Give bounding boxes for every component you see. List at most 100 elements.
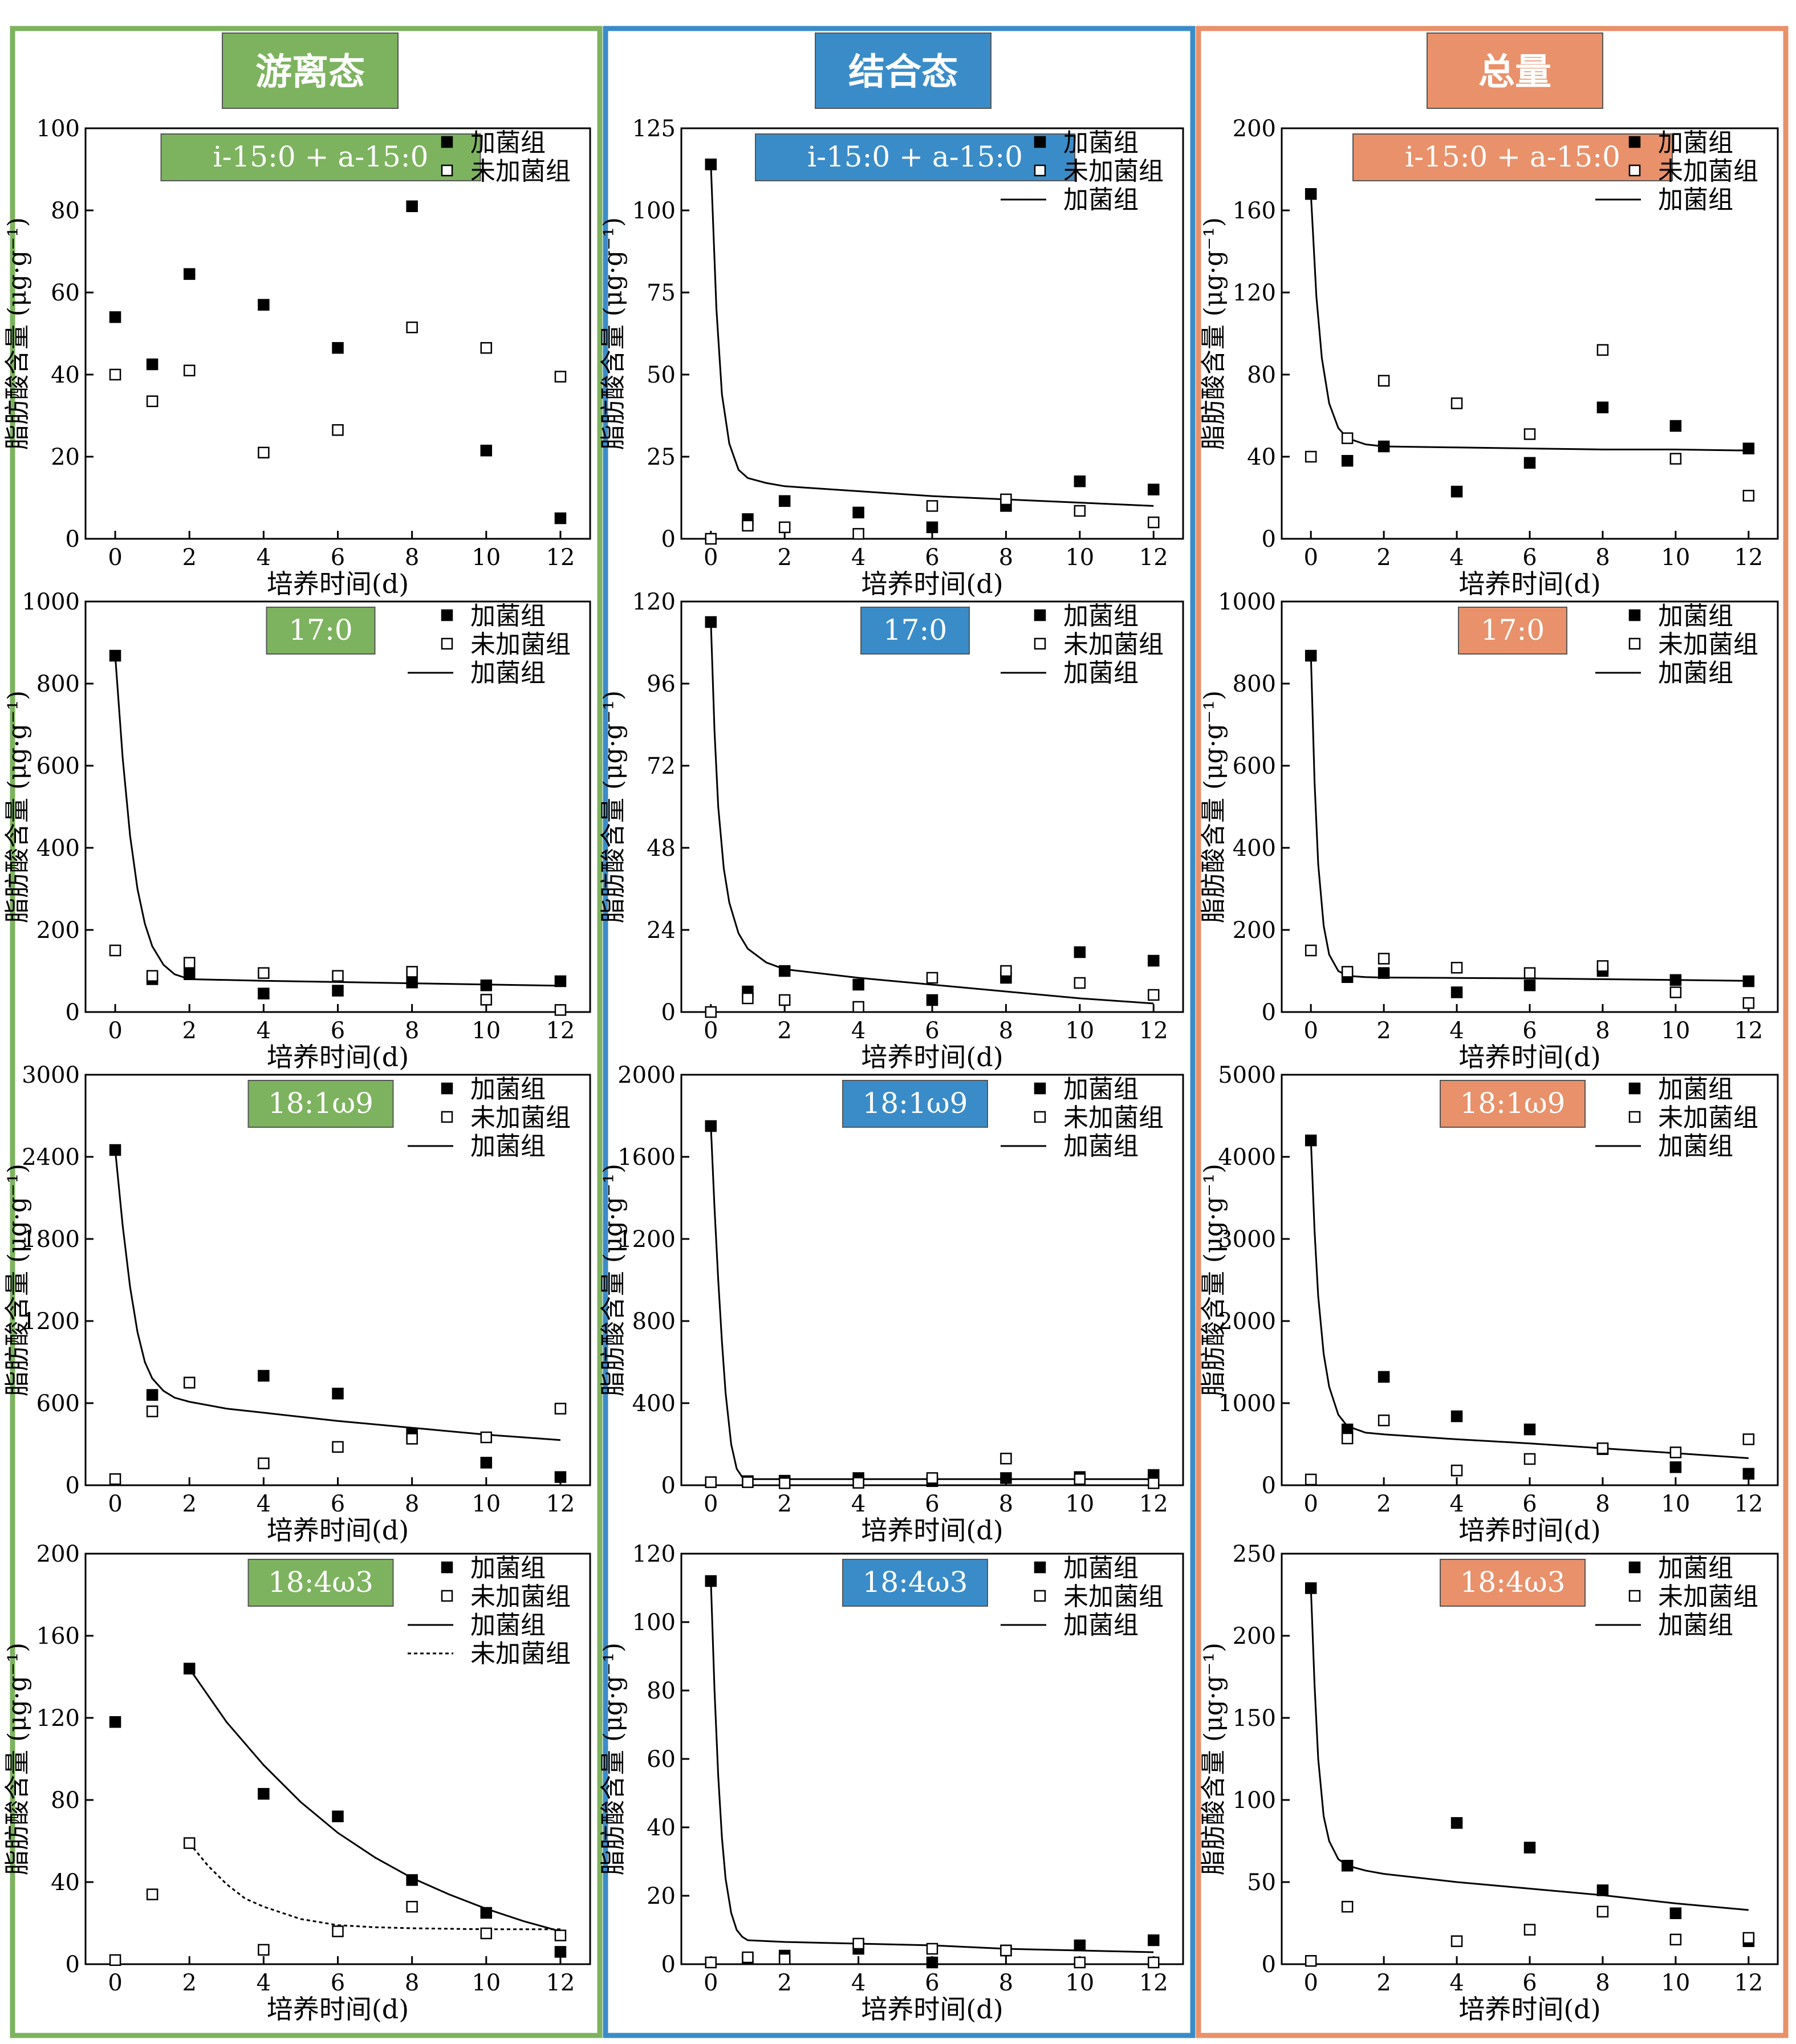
legend-marker-treated — [441, 609, 453, 621]
legend-label: 未加菌组 — [1063, 630, 1164, 659]
y-tick-label: 800 — [36, 671, 80, 697]
x-tick-label: 6 — [925, 1018, 939, 1044]
x-tick-label: 6 — [331, 544, 345, 571]
data-point-control — [1341, 432, 1354, 444]
panel-label: i-15:0 + a-15:0 — [213, 140, 429, 173]
data-point-control — [705, 1006, 717, 1018]
y-tick-label: 0 — [661, 1473, 676, 1499]
x-tick-label: 6 — [1522, 1018, 1537, 1044]
legend-marker-control — [1628, 637, 1641, 650]
x-tick-label: 6 — [331, 1970, 345, 1996]
plot-frame — [84, 127, 591, 540]
legend-label: 加菌组 — [1658, 185, 1733, 214]
x-tick-label: 6 — [331, 1018, 345, 1044]
data-point-control — [1450, 961, 1463, 974]
panel-label: 18:4ω3 — [1460, 1566, 1566, 1599]
y-tick-label: 100 — [36, 116, 80, 142]
data-point-control — [1074, 505, 1086, 517]
panel-label-badge — [842, 1080, 988, 1128]
panel-label-badge — [266, 607, 376, 655]
data-point-treated — [146, 1389, 159, 1401]
data-point-treated — [258, 988, 270, 999]
x-tick-label: 12 — [546, 544, 575, 571]
data-point-control — [705, 1956, 717, 1969]
y-tick-label: 800 — [632, 1309, 676, 1335]
y-tick-label: 0 — [661, 1952, 676, 1978]
y-tick-label: 1800 — [22, 1226, 80, 1253]
y-tick-label: 20 — [51, 444, 80, 470]
data-point-control — [852, 1937, 864, 1950]
data-point-treated — [1523, 457, 1536, 469]
data-point-control — [1378, 1414, 1390, 1427]
data-point-treated — [852, 506, 864, 519]
data-point-treated — [109, 649, 121, 662]
x-tick-label: 10 — [472, 1018, 501, 1044]
x-tick-label: 0 — [704, 1018, 718, 1044]
data-point-treated — [1074, 946, 1086, 958]
legend-label: 加菌组 — [1063, 602, 1139, 631]
legend-label: 未加菌组 — [1658, 157, 1758, 186]
data-point-treated — [332, 985, 344, 997]
x-tick-label: 2 — [182, 544, 196, 571]
x-tick-label: 0 — [704, 1970, 718, 1996]
data-point-treated — [926, 521, 938, 534]
data-point-control — [1000, 1944, 1012, 1957]
data-point-control — [480, 1927, 493, 1940]
data-point-control — [1596, 344, 1609, 356]
fit-curve-treated — [1310, 655, 1749, 982]
data-point-control — [1523, 428, 1536, 440]
data-point-control — [1669, 986, 1682, 998]
data-point-treated — [778, 495, 791, 507]
y-tick-label: 24 — [647, 917, 676, 944]
panel-label: i-15:0 + a-15:0 — [807, 140, 1023, 173]
fit-curve-treated — [114, 655, 560, 987]
x-tick-label: 4 — [257, 544, 271, 571]
y-tick-label: 40 — [647, 1815, 676, 1841]
data-point-treated — [1450, 1817, 1463, 1829]
x-axis-label: 培养时间(d) — [861, 1994, 1003, 2025]
legend-marker-control — [441, 637, 453, 650]
fit-curve-treated — [710, 1125, 1154, 1480]
data-point-treated — [852, 978, 864, 991]
data-point-treated — [554, 1471, 567, 1483]
panel-label: 18:4ω3 — [863, 1566, 968, 1599]
legend-label: 加菌组 — [470, 659, 546, 688]
x-tick-label: 12 — [546, 1491, 575, 1517]
data-point-control — [1742, 1932, 1755, 1944]
data-point-treated — [1669, 420, 1682, 432]
x-tick-label: 4 — [851, 1018, 866, 1044]
x-tick-label: 10 — [472, 544, 501, 571]
x-tick-label: 8 — [405, 1970, 419, 1996]
data-point-treated — [480, 979, 493, 991]
x-tick-label: 12 — [1139, 1491, 1168, 1517]
y-tick-label: 600 — [36, 1391, 80, 1417]
data-point-treated — [1074, 475, 1086, 487]
x-tick-label: 0 — [1303, 1491, 1318, 1517]
data-point-control — [1669, 1446, 1682, 1458]
x-tick-label: 0 — [108, 1970, 122, 1996]
data-point-control — [109, 944, 121, 957]
y-tick-label: 48 — [647, 835, 676, 862]
data-point-treated — [183, 968, 196, 981]
legend-label: 未加菌组 — [470, 1582, 571, 1611]
panel-label-badge — [247, 1080, 394, 1128]
data-point-treated — [1147, 1934, 1160, 1947]
data-point-treated — [705, 1120, 717, 1132]
legend-marker-treated — [441, 1561, 453, 1574]
data-point-treated — [926, 994, 938, 1006]
y-tick-label: 4000 — [1218, 1144, 1276, 1171]
y-tick-label: 800 — [1233, 671, 1276, 697]
y-tick-label: 160 — [1233, 198, 1276, 224]
data-point-treated — [1305, 1134, 1317, 1147]
legend-marker-treated — [441, 136, 453, 148]
x-tick-label: 12 — [546, 1018, 575, 1044]
y-tick-label: 0 — [66, 1952, 80, 1978]
data-point-treated — [1147, 483, 1160, 495]
data-point-treated — [1305, 649, 1317, 662]
legend-marker-treated — [1628, 609, 1641, 621]
data-point-treated — [1742, 975, 1755, 988]
